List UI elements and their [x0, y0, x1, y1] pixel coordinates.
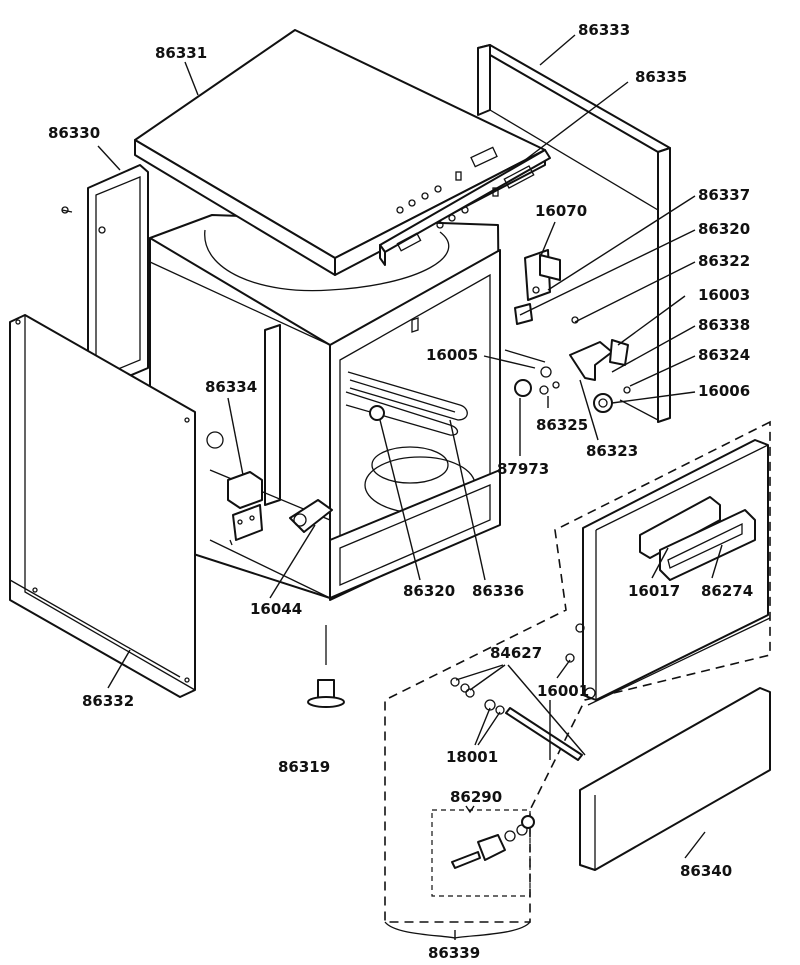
cabinet-body: [149, 214, 501, 601]
kit-86290: [431, 809, 535, 897]
leveling-foot-86319: [307, 625, 345, 708]
label-16044: 16044: [250, 600, 302, 618]
label-16017: 16017: [628, 582, 680, 600]
front-door-assembly: [384, 420, 771, 923]
label-86330: 86330: [48, 124, 100, 142]
label-86320-upper: 86320: [698, 220, 750, 238]
label-86325: 86325: [536, 416, 588, 434]
door-frame-86333: [477, 44, 671, 423]
hose-16044: [289, 499, 333, 533]
label-18001: 18001: [446, 748, 498, 766]
control-panel-strip-86335: [379, 149, 551, 266]
label-86337: 86337: [698, 186, 750, 204]
label-86332: 86332: [82, 692, 134, 710]
label-86340: 86340: [680, 862, 732, 880]
part-labels: 86331 86333 86335 86330 16070 86337 8632…: [48, 21, 753, 962]
label-86331: 86331: [155, 44, 207, 62]
label-86333: 86333: [578, 21, 630, 39]
label-16001: 16001: [537, 682, 589, 700]
label-86320-lower: 86320: [403, 582, 455, 600]
label-86324: 86324: [698, 346, 750, 364]
switch-16070: [524, 249, 561, 301]
label-84627: 84627: [490, 644, 542, 662]
label-16005: 16005: [426, 346, 478, 364]
label-16006: 16006: [698, 382, 750, 400]
label-86334: 86334: [205, 378, 257, 396]
hinge-rod-84627: [450, 677, 583, 761]
label-87973: 87973: [497, 460, 549, 478]
leader-lines: [97, 34, 723, 940]
label-86335: 86335: [635, 68, 687, 86]
side-panel-86332: [9, 314, 196, 698]
label-86338: 86338: [698, 316, 750, 334]
label-86336: 86336: [472, 582, 524, 600]
label-86274: 86274: [701, 582, 753, 600]
label-16070: 16070: [535, 202, 587, 220]
label-86322: 86322: [698, 252, 750, 270]
hinge-bracket-86334: [227, 471, 263, 546]
label-86339: 86339: [428, 944, 480, 962]
label-16003: 16003: [698, 286, 750, 304]
label-86319: 86319: [278, 758, 330, 776]
kick-plate-86340: [579, 687, 771, 871]
label-86290: 86290: [450, 788, 502, 806]
label-86323: 86323: [586, 442, 638, 460]
